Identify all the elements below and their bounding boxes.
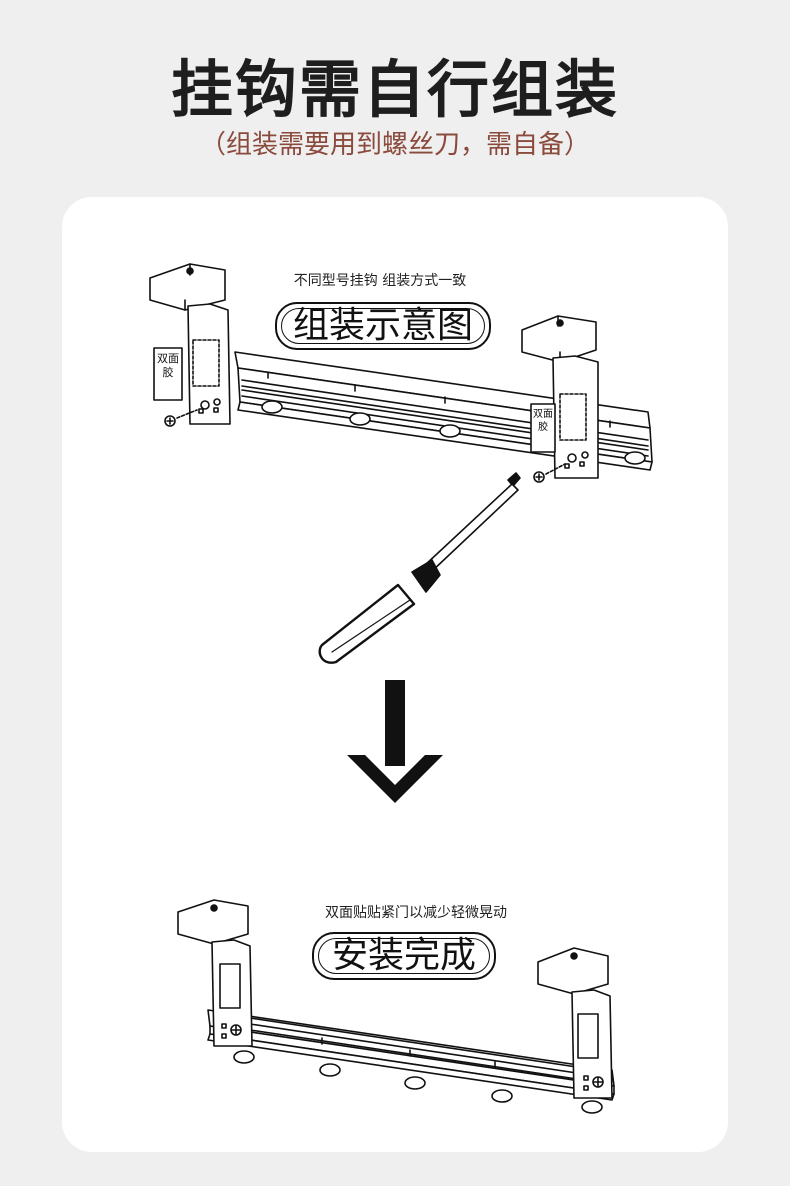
page-subtitle: （组装需要用到螺丝刀，需自备） (199, 130, 590, 160)
step2-caption: 双面贴贴紧门以减少轻微晃动 (325, 905, 507, 921)
arrow-down-icon (347, 680, 443, 803)
screwdriver-icon (318, 472, 521, 664)
tape-label-left: 双面胶 (157, 352, 179, 379)
assembled-rack (177, 899, 615, 1114)
tape-label-right: 双面胶 (533, 409, 553, 433)
screw-icon (533, 463, 566, 483)
page-title: 挂钩需自行组装 (170, 53, 619, 126)
left-bracket-before (149, 263, 231, 425)
screw-icon (164, 409, 198, 427)
right-bracket-before (521, 315, 599, 479)
step1-label: 组装示意图 (275, 302, 491, 350)
step2-label: 安装完成 (312, 932, 496, 980)
step1-caption: 不同型号挂钩 组装方式一致 (293, 273, 467, 289)
